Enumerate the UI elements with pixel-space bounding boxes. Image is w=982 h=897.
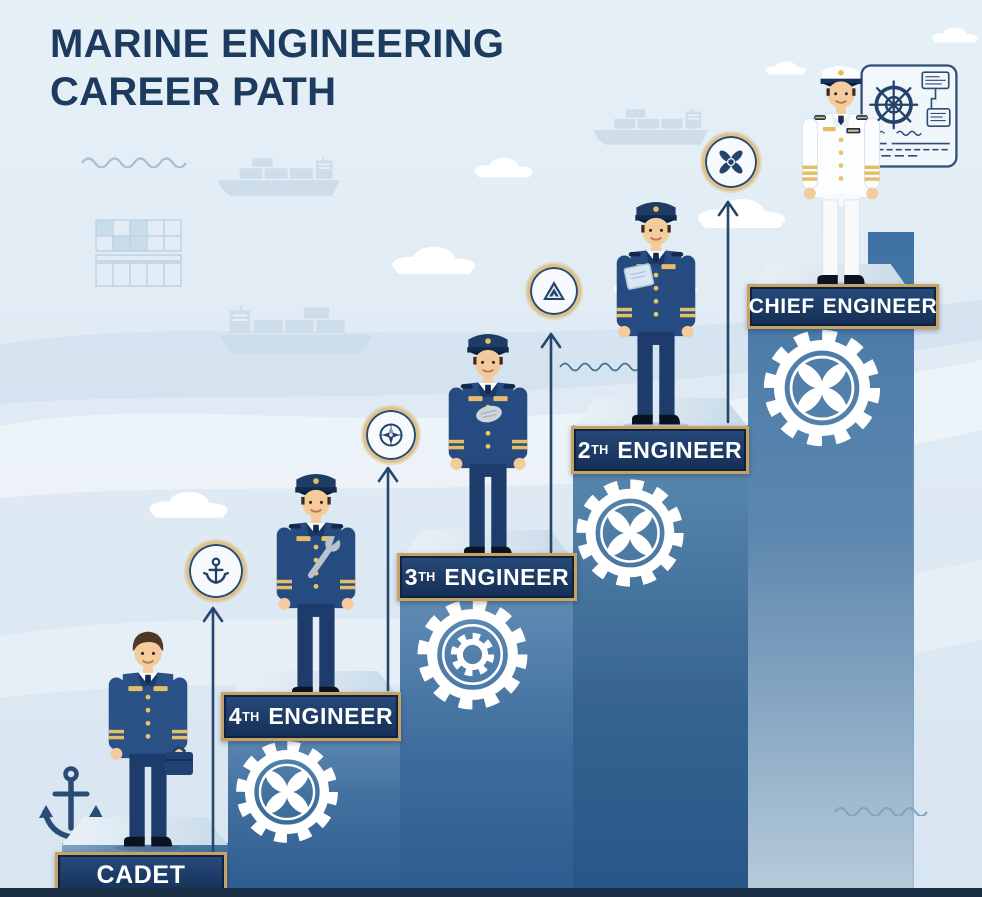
gear-propeller-icon [758,324,886,452]
figure-chief-engineer [782,40,900,290]
wave-line [81,157,187,168]
ship-wheel-icon [869,80,919,130]
banner-third-engineer-ordinal: TH [418,570,436,584]
banner-chief-engineer-label: CHIEF [748,294,815,318]
banner-second-engineer-number: 2 [577,436,592,463]
figure-third-engineer [428,326,548,562]
propeller-icon [719,150,743,174]
milestone-circle [702,133,760,191]
figure-second-engineer [596,194,716,430]
tablet-icon [623,263,655,290]
gear-propeller-icon [231,736,343,848]
banner-second-engineer-label: ENGINEER [617,436,743,463]
cloud [930,26,980,43]
gear-propeller-icon [571,474,689,592]
banner-chief-engineer-label-rest: ENGINEER [822,294,938,318]
gear-inside-gear-icon [412,594,533,715]
milestone-circle [527,264,581,318]
cloud [472,156,536,178]
up-arrow [540,332,562,554]
page-title-line1: MARINE ENGINEERING [50,22,505,66]
cloud [146,489,232,519]
banner-cadet-label: CADET [96,861,186,889]
compass-icon [379,423,403,447]
figure-cadet [88,616,208,852]
cargo-ship-silhouette [592,104,710,150]
cloud [388,244,480,275]
wrench-icon [307,533,342,579]
wave-line [559,362,641,372]
banner-fourth-engineer-ordinal: TH [242,709,260,724]
banner-chief-engineer: CHIEF ENGINEER [747,284,939,329]
delta-badge-icon [543,281,565,300]
wave-line [834,807,928,816]
container-grid [95,219,182,287]
banner-fourth-engineer-label: ENGINEER [268,703,394,729]
anchor-icon [202,557,230,584]
bottom-bar [0,888,982,897]
banner-third-engineer-number: 3 [404,563,419,590]
page-title-line2: CAREER PATH [50,70,337,114]
banner-fourth-engineer-number: 4 [228,703,243,729]
gloves-icon [476,405,502,423]
figure-fourth-engineer [256,466,376,702]
up-arrow [202,606,224,856]
milestone-circle [363,407,419,463]
banner-second-engineer-ordinal: TH [591,443,609,457]
cargo-ship-silhouette [218,304,374,358]
up-arrow [717,200,739,424]
blueprint-panel [860,64,958,168]
page-title: MARINE ENGINEERING CAREER PATH [50,20,504,116]
milestone-circle [186,541,246,601]
step-platform-cadet [62,817,228,845]
cargo-ship-silhouette [216,156,342,198]
briefcase-icon [165,746,193,775]
up-arrow [377,466,399,692]
banner-third-engineer-label: ENGINEER [444,563,570,590]
